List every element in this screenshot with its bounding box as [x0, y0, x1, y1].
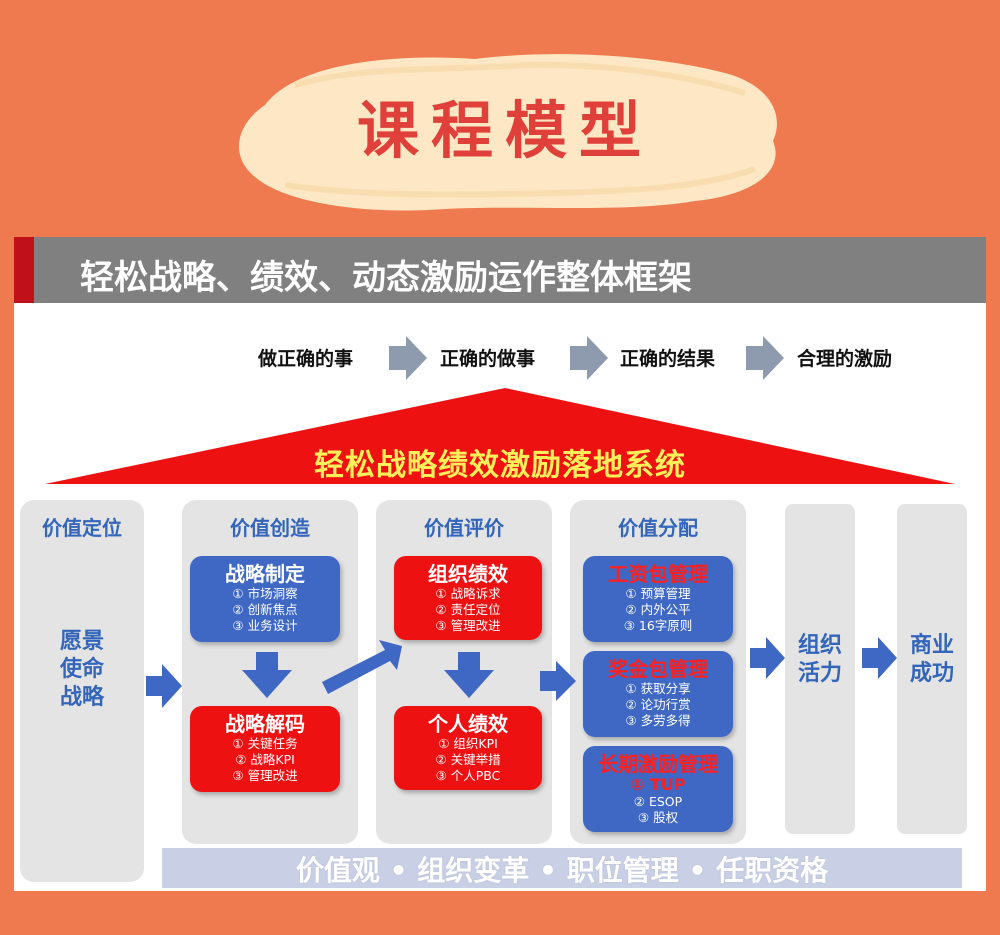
foundation-text: 价值观 • 组织变革 • 职位管理 • 任职资格: [295, 854, 829, 887]
positioning-text: 愿景 使命 战略: [20, 628, 144, 712]
card-title: 个人绩效: [428, 712, 508, 736]
card-item: ③ 股权: [637, 810, 679, 825]
card-item: ③ 个人PBC: [435, 768, 501, 783]
card-item: ③ 16字原则: [623, 618, 693, 633]
success-text: 商业 成功: [897, 632, 967, 688]
card-personal-performance: 个人绩效 ① 组织KPI ② 关键举措 ③ 个人PBC: [394, 706, 542, 790]
arrow-right-icon: [146, 664, 182, 708]
card-title: 工资包管理: [608, 562, 708, 586]
arrow-right-icon: [862, 637, 897, 679]
column-vitality: [785, 504, 855, 834]
card-item: ① 获取分享: [625, 681, 691, 696]
flow-step-1: 做正确的事: [258, 348, 354, 370]
column-title-positioning: 价值定位: [42, 516, 122, 540]
arrow-right-icon: [540, 661, 576, 701]
vitality-line: 活力: [797, 661, 842, 686]
arrow-right-icon: [750, 637, 785, 679]
flow-arrow-icon: [746, 336, 784, 380]
success-line: 成功: [909, 661, 954, 686]
card-highlight-item: ① TUP: [630, 775, 686, 794]
card-item: ② 战略KPI: [235, 752, 295, 767]
arrow-down-icon: [444, 652, 494, 698]
framework-title: 轻松战略、绩效、动态激励运作整体框架: [80, 258, 692, 298]
course-title: 课程模型: [356, 94, 653, 167]
column-success: [897, 504, 967, 834]
success-line: 商业: [909, 633, 954, 658]
card-title: 组织绩效: [428, 562, 508, 586]
foundation-bar: [162, 848, 962, 888]
card-item: ③ 业务设计: [232, 618, 298, 633]
roof-triangle: [45, 388, 955, 484]
arrow-down-icon: [242, 652, 292, 698]
card-item: ② 论功行赏: [625, 697, 691, 712]
card-title: 战略制定: [225, 562, 305, 586]
arrow-up-right-icon: [322, 640, 402, 694]
header-bar: [14, 237, 986, 303]
vitality-text: 组织 活力: [785, 632, 855, 688]
flow-step-3: 正确的结果: [620, 348, 716, 370]
card-salary-package: 工资包管理 ① 预算管理 ② 内外公平 ③ 16字原则: [583, 556, 733, 642]
card-item: ① 预算管理: [625, 586, 691, 601]
card-item: ② 责任定位: [435, 602, 501, 617]
positioning-line: 愿景: [59, 629, 104, 654]
flow-arrow-icon: [389, 336, 427, 380]
card-title: 战略解码: [225, 712, 305, 736]
card-item: ① 关键任务: [232, 736, 298, 751]
column-value-positioning: [20, 500, 144, 882]
card-org-performance: 组织绩效 ① 战略诉求 ② 责任定位 ③ 管理改进: [394, 556, 542, 640]
card-title: 奖金包管理: [608, 657, 708, 681]
card-item: ③ 多劳多得: [625, 713, 691, 728]
card-item: ② ESOP: [633, 794, 683, 809]
card-strategy-formulation: 战略制定 ① 市场洞察 ② 创新焦点 ③ 业务设计: [190, 556, 340, 642]
card-bonus-package: 奖金包管理 ① 获取分享 ② 论功行赏 ③ 多劳多得: [583, 651, 733, 737]
roof-title: 轻松战略绩效激励落地系统: [314, 448, 686, 483]
positioning-line: 战略: [59, 685, 104, 710]
card-title: 长期激励管理: [598, 752, 718, 776]
card-item: ① 战略诉求: [435, 586, 501, 601]
card-strategy-decoding: 战略解码 ① 关键任务 ② 战略KPI ③ 管理改进: [190, 706, 340, 792]
flow-arrow-icons: [389, 336, 784, 380]
card-item: ② 关键举措: [435, 752, 501, 767]
card-item: ① 组织KPI: [438, 736, 498, 751]
flow-arrow-icon: [570, 336, 608, 380]
title-brush-blob: [238, 54, 777, 211]
card-item: ② 创新焦点: [232, 602, 298, 617]
column-title-distribution: 价值分配: [618, 516, 698, 540]
card-item: ① 市场洞察: [232, 586, 298, 601]
header-accent: [14, 237, 34, 303]
card-item: ② 内外公平: [625, 602, 691, 617]
column-title-creation: 价值创造: [230, 516, 310, 540]
column-title-evaluation: 价值评价: [424, 516, 504, 540]
flow-step-2: 正确的做事: [440, 348, 536, 370]
flow-step-4: 合理的激励: [797, 348, 893, 370]
positioning-line: 使命: [59, 657, 104, 682]
card-item: ③ 管理改进: [435, 618, 501, 633]
card-item: ③ 管理改进: [232, 768, 298, 783]
vitality-line: 组织: [797, 633, 842, 658]
card-long-term-incentive: 长期激励管理 ① TUP ② ESOP ③ 股权: [583, 746, 733, 832]
